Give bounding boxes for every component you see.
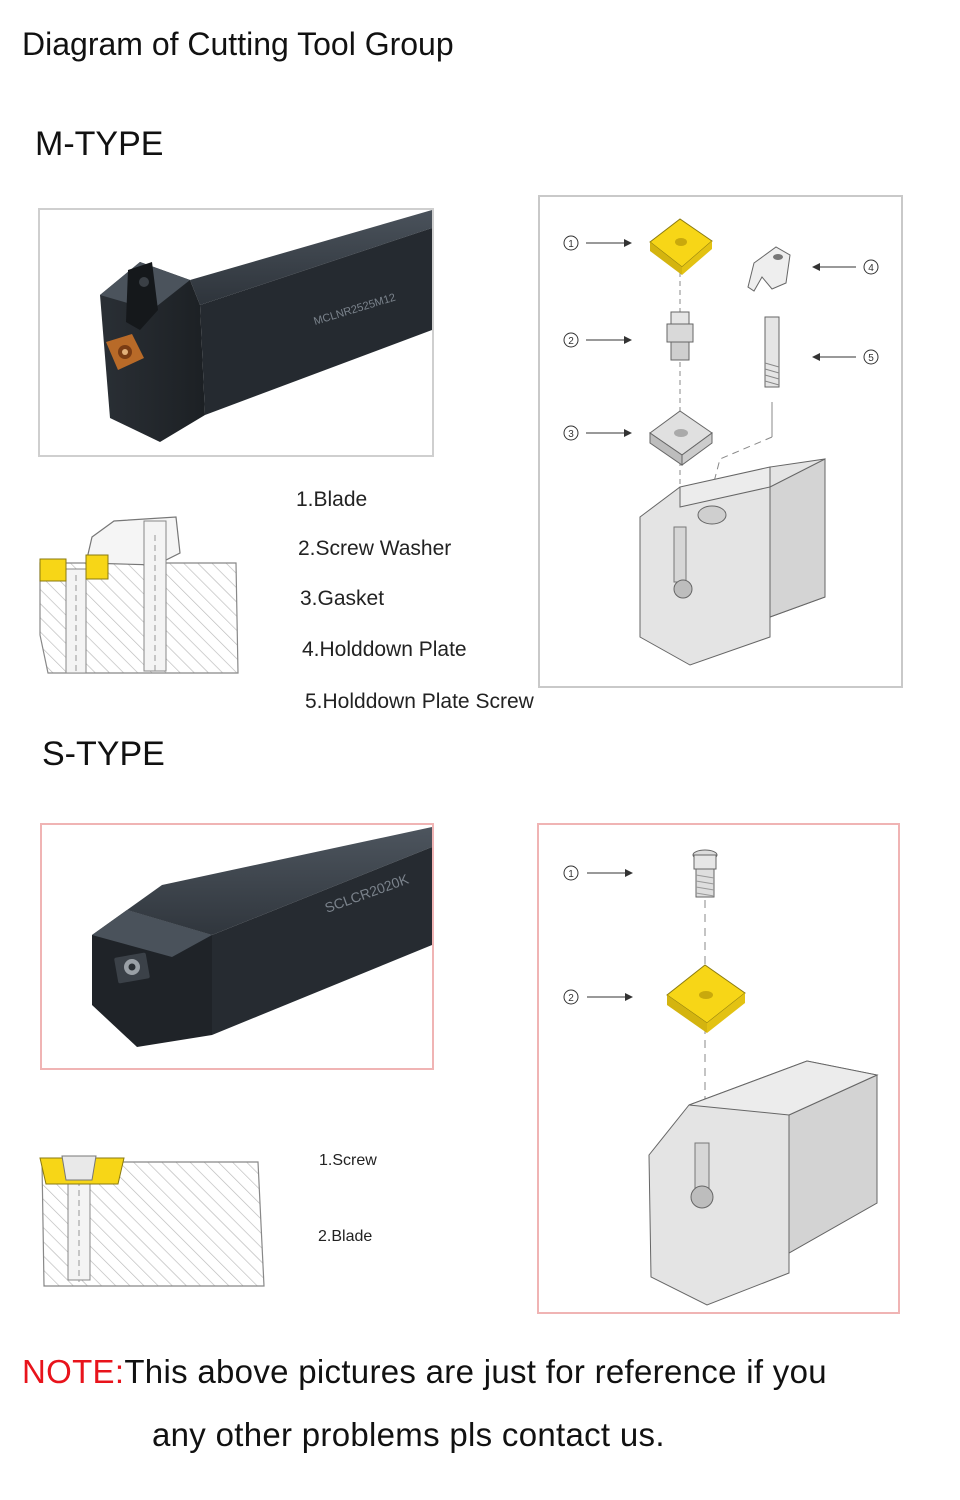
m-type-heading: M-TYPE: [35, 125, 163, 164]
note-prefix: NOTE:: [22, 1353, 124, 1390]
svg-text:4: 4: [868, 263, 874, 274]
callout-2: 2: [564, 990, 633, 1004]
note-text-1: This above pictures are just for referen…: [124, 1353, 827, 1390]
m-type-exploded-view: 1 2 3 4 5: [538, 195, 903, 688]
callout-4: 4: [812, 260, 878, 274]
m-type-tool-photo: MCLNR2525M12: [38, 208, 434, 457]
s-type-tool-illustration: SCLCR2020K: [42, 825, 432, 1068]
callout-1: 1: [564, 866, 633, 880]
s-type-cross-section: [36, 1150, 266, 1290]
callout-2: 2: [564, 333, 632, 347]
s-part-label-2: 2.Blade: [318, 1228, 372, 1246]
s-type-tool-photo: SCLCR2020K: [40, 823, 434, 1070]
svg-text:3: 3: [568, 429, 574, 440]
s-type-exploded-view: 1 2: [537, 823, 900, 1314]
m-part-label-2: 2.Screw Washer: [298, 537, 451, 561]
svg-text:2: 2: [568, 993, 574, 1004]
page-title: Diagram of Cutting Tool Group: [22, 26, 454, 63]
s-part-label-1: 1.Screw: [319, 1152, 377, 1170]
m-part-label-1: 1.Blade: [296, 488, 367, 512]
m-part-label-4: 4.Holddown Plate: [302, 638, 467, 662]
svg-text:2: 2: [568, 336, 574, 347]
m-part-label-3: 3.Gasket: [300, 587, 384, 611]
svg-text:1: 1: [568, 239, 574, 250]
m-part-label-5: 5.Holddown Plate Screw: [305, 690, 534, 714]
callout-3: 3: [564, 426, 632, 440]
m-type-cross-section: [36, 515, 246, 681]
svg-text:1: 1: [568, 869, 574, 880]
callout-5: 5: [812, 350, 878, 364]
s-type-exploded-illustration: 1 2: [539, 825, 898, 1312]
svg-text:5: 5: [868, 353, 874, 364]
note-line-2: any other problems pls contact us.: [152, 1416, 665, 1454]
callout-1: 1: [564, 236, 632, 250]
note-line-1: NOTE:This above pictures are just for re…: [22, 1353, 827, 1391]
m-type-exploded-illustration: 1 2 3 4 5: [540, 197, 901, 686]
m-type-tool-illustration: MCLNR2525M12: [40, 210, 432, 455]
s-type-heading: S-TYPE: [42, 735, 165, 774]
